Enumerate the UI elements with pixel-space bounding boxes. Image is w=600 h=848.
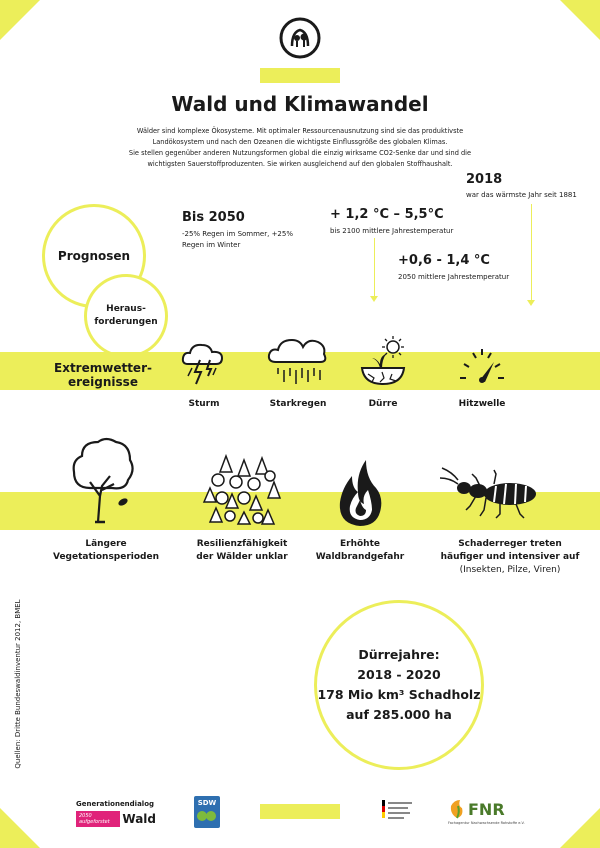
- prognosen-label: Prognosen: [57, 249, 131, 263]
- drought-line-2: 2018 - 2020: [357, 667, 441, 682]
- footer-logo-sdw: SDW: [194, 796, 220, 828]
- footer-logo-ministry: [380, 798, 416, 830]
- weather-label-sturm: Sturm: [188, 399, 220, 409]
- drought-line-1: Dürrejahre:: [358, 647, 440, 662]
- heavy-rain-icon: [266, 332, 330, 388]
- stat-temp2050-value: +0,6 - 1,4 °C: [398, 253, 490, 268]
- impact-label-schaderreger: Schaderreger treten häufiger und intensi…: [440, 539, 580, 575]
- top-logo-icon: [278, 16, 322, 60]
- weather-label-hitzwelle: Hitzwelle: [458, 399, 506, 409]
- extremwetter-label: Extremwetter- ereignisse: [54, 361, 152, 389]
- drought-summary-circle: Dürrejahre: 2018 - 2020 178 Mio km³ Scha…: [314, 600, 484, 770]
- impact-label-resilienz: Resilienzfähigkeit der Wälder unklar: [196, 539, 288, 562]
- arrow-2018: [527, 204, 535, 306]
- sources-note: Quellen: Dritte Bundeswaldinventur 2012,…: [14, 599, 22, 769]
- impact-label-vegetation: Längere Vegetationsperioden: [52, 539, 160, 562]
- page-title: Wald und Klimawandel: [171, 92, 429, 116]
- drought-line-4: auf 285.000 ha: [346, 707, 452, 722]
- footer-logo-fnr: FNR Fachagentur Nachwachsende Rohstoffe …: [448, 799, 525, 826]
- sdw-trees-icon: [197, 811, 216, 821]
- intro-text: Wälder sind komplexe Ökosysteme. Mit opt…: [128, 127, 472, 168]
- forest-icon: [200, 452, 284, 528]
- storm-icon: [180, 336, 228, 388]
- stat-temp2100-text: bis 2100 mittlere Jahrestemperatur: [330, 227, 454, 235]
- arrow-temp2100: [370, 238, 378, 302]
- corner-top-left: [0, 0, 40, 40]
- corner-bottom-left: [0, 808, 40, 848]
- beetle-icon: [436, 464, 546, 522]
- fire-icon: [334, 458, 386, 528]
- herausforderungen-circle: Heraus- forderungen: [84, 274, 168, 358]
- fnr-leaf-icon: [450, 800, 463, 819]
- heatwave-icon: [454, 340, 510, 384]
- corner-bottom-right: [560, 808, 600, 848]
- impact-label-waldbrand: Erhöhte Waldbrandgefahr: [315, 539, 405, 562]
- stat-bis2050-text: -25% Regen im Sommer, +25% Regen im Wint…: [182, 230, 293, 249]
- drought-line-3: 178 Mio km³ Schadholz: [317, 687, 481, 702]
- stat-2018-value: 2018: [466, 172, 503, 187]
- stat-2018-text: war das wärmste Jahr seit 1881: [466, 191, 577, 199]
- stat-temp2050-text: 2050 mittlere Jahrestemperatur: [398, 273, 510, 281]
- bottom-accent-bar: [260, 804, 340, 819]
- top-accent-bar: [260, 68, 340, 83]
- corner-top-right: [560, 0, 600, 40]
- weather-label-starkregen: Starkregen: [269, 399, 327, 409]
- stat-temp2100-value: + 1,2 °C – 5,5°C: [330, 207, 444, 222]
- drought-icon: [358, 334, 408, 388]
- weather-label-duerre: Dürre: [368, 399, 398, 409]
- tree-icon: [68, 434, 138, 526]
- footer-logo-generationendialog: Generationendialog 2050 aufgeforstet Wal…: [76, 800, 156, 827]
- stat-bis2050-value: Bis 2050: [182, 210, 245, 225]
